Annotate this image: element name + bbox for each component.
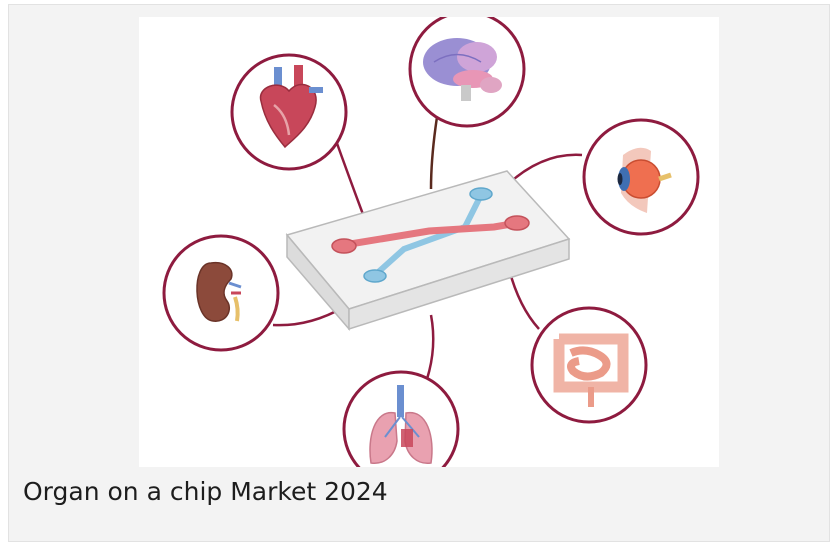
heart-icon bbox=[259, 65, 323, 149]
kidney-icon bbox=[196, 261, 242, 322]
intestine-organ-circle bbox=[530, 306, 648, 424]
lungs-icon bbox=[369, 385, 433, 464]
kidney-organ-circle bbox=[162, 234, 280, 352]
heart-organ-circle bbox=[230, 53, 348, 171]
intestine-icon bbox=[553, 333, 629, 407]
eye-organ-circle bbox=[582, 118, 700, 236]
article-card[interactable]: Organ on a chip Market 2024 bbox=[8, 4, 830, 542]
organ-on-chip-illustration bbox=[139, 17, 719, 467]
microfluidic-chip bbox=[285, 170, 571, 332]
lungs-organ-circle bbox=[342, 370, 460, 467]
eye-icon bbox=[617, 147, 672, 213]
article-title[interactable]: Organ on a chip Market 2024 bbox=[23, 477, 388, 506]
brain-icon bbox=[423, 38, 502, 101]
brain-organ-circle bbox=[408, 17, 526, 128]
